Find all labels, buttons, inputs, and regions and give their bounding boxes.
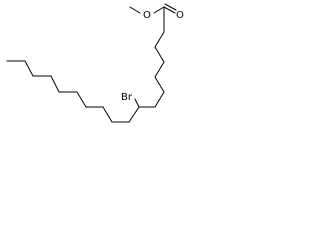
- carbon-bromine-bond: [134, 98, 140, 108]
- carbonyl-double-bond-2: [164, 3, 177, 11]
- chain-bond-c4-c5: [154, 61, 165, 78]
- carbonyl-oxygen-label: O: [176, 10, 184, 21]
- chain-bond-c10-c11: [102, 106, 113, 123]
- chain-bond-c5-c6: [154, 76, 165, 93]
- bromine-label: Br: [121, 92, 133, 103]
- chain-bond-c16-c17: [24, 60, 34, 77]
- chain-bond-c14-c15: [50, 75, 60, 93]
- chain-bond-c12-c13: [76, 91, 87, 108]
- ester-oxygen-to-carbonyl-bond: [153, 6, 165, 14]
- ester-oxygen-label: O: [143, 10, 151, 21]
- chemical-structure-diagram: O O Br: [6, 3, 184, 123]
- chain-bond-c8-c9: [128, 106, 140, 123]
- carbonyl-double-bond-1: [163, 6, 176, 14]
- methyl-ester-bond: [129, 6, 141, 14]
- chain-bond-c2-c3: [154, 31, 165, 48]
- chain-bond-c6-c7: [154, 91, 165, 108]
- chain-bond-c3-c4: [154, 46, 165, 63]
